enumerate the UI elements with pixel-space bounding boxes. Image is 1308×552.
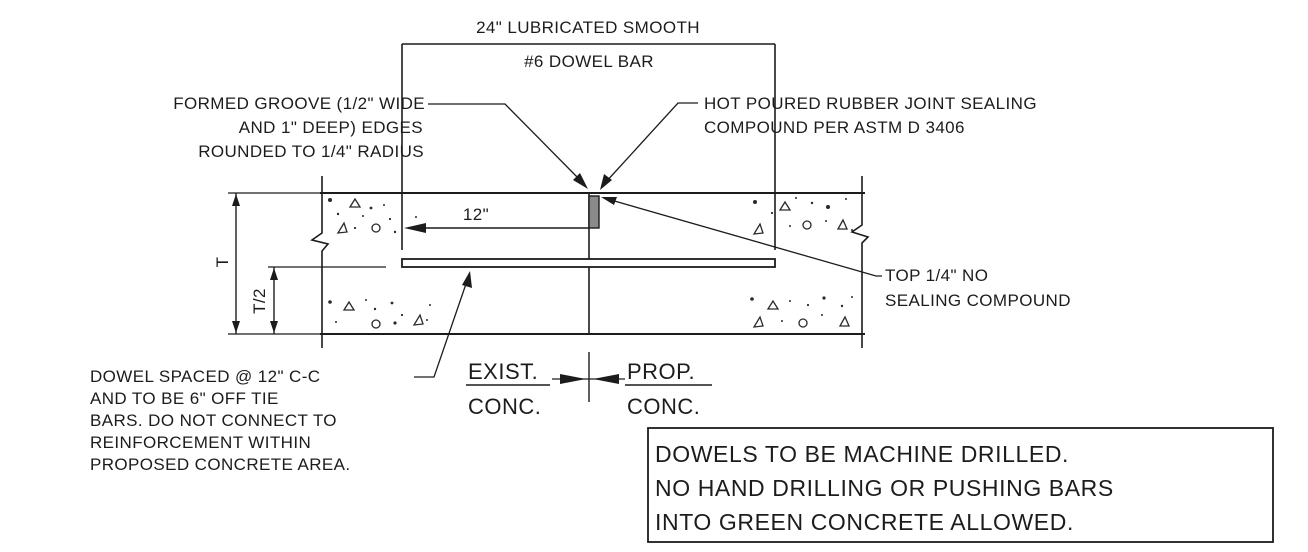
drilling-note-box: DOWELS TO BE MACHINE DRILLED. NO HAND DR… <box>647 427 1274 543</box>
half-thickness-dimension: T/2 <box>250 266 386 334</box>
note-line1: DOWELS TO BE MACHINE DRILLED. <box>655 441 1069 467</box>
top-quarter-label-line1: TOP 1/4" NO <box>885 266 988 285</box>
embed-dimension-label: 12" <box>463 205 489 224</box>
embed-dimension: 12" <box>404 205 589 233</box>
top-quarter-label-line2: SEALING COMPOUND <box>885 291 1071 310</box>
spacing-label-line2: AND TO BE 6" OFF TIE <box>90 389 279 408</box>
spacing-label-line4: REINFORCEMENT WITHIN <box>90 433 311 452</box>
sealant-label-line1: HOT POURED RUBBER JOINT SEALING <box>704 94 1037 113</box>
sealant-groove <box>588 195 600 229</box>
exist-label-bottom: CONC. <box>468 394 541 419</box>
concrete-hatch <box>328 197 853 329</box>
dowel-bar-label: #6 DOWEL BAR <box>524 52 654 71</box>
spacing-label-line3: BARS. DO NOT CONNECT TO <box>90 411 337 430</box>
top-quarter-callout: TOP 1/4" NO SEALING COMPOUND <box>601 197 1071 310</box>
slab-thickness-label: T <box>213 257 232 268</box>
concrete-side-labels: EXIST. CONC. PROP. CONC. <box>466 352 712 419</box>
dowel-spacing-callout: DOWEL SPACED @ 12" C-C AND TO BE 6" OFF … <box>90 271 472 474</box>
groove-callout: FORMED GROOVE (1/2" WIDE AND 1" DEEP) ED… <box>173 94 588 189</box>
dowel-bar <box>401 258 776 268</box>
spacing-label-line5: PROPOSED CONCRETE AREA. <box>90 455 350 474</box>
sealant-callout: HOT POURED RUBBER JOINT SEALING COMPOUND… <box>600 94 1037 190</box>
groove-label-line1: FORMED GROOVE (1/2" WIDE <box>173 94 425 113</box>
concrete-slab <box>310 176 870 348</box>
groove-label-line2: AND 1" DEEP) EDGES <box>239 118 423 137</box>
note-line3: INTO GREEN CONCRETE ALLOWED. <box>655 509 1074 535</box>
prop-label-top: PROP. <box>627 359 695 384</box>
groove-label-line3: ROUNDED TO 1/4" RADIUS <box>198 142 424 161</box>
prop-label-bottom: CONC. <box>627 394 700 419</box>
sealant-label-line2: COMPOUND PER ASTM D 3406 <box>704 118 965 137</box>
dowel-length-label: 24" LUBRICATED SMOOTH <box>476 18 700 37</box>
exist-label-top: EXIST. <box>468 359 538 384</box>
note-line2: NO HAND DRILLING OR PUSHING BARS <box>655 475 1114 501</box>
half-thickness-label: T/2 <box>250 288 269 314</box>
spacing-label-line1: DOWEL SPACED @ 12" C-C <box>90 367 320 386</box>
dowel-length-dimension: 24" LUBRICATED SMOOTH #6 DOWEL BAR <box>401 18 776 250</box>
